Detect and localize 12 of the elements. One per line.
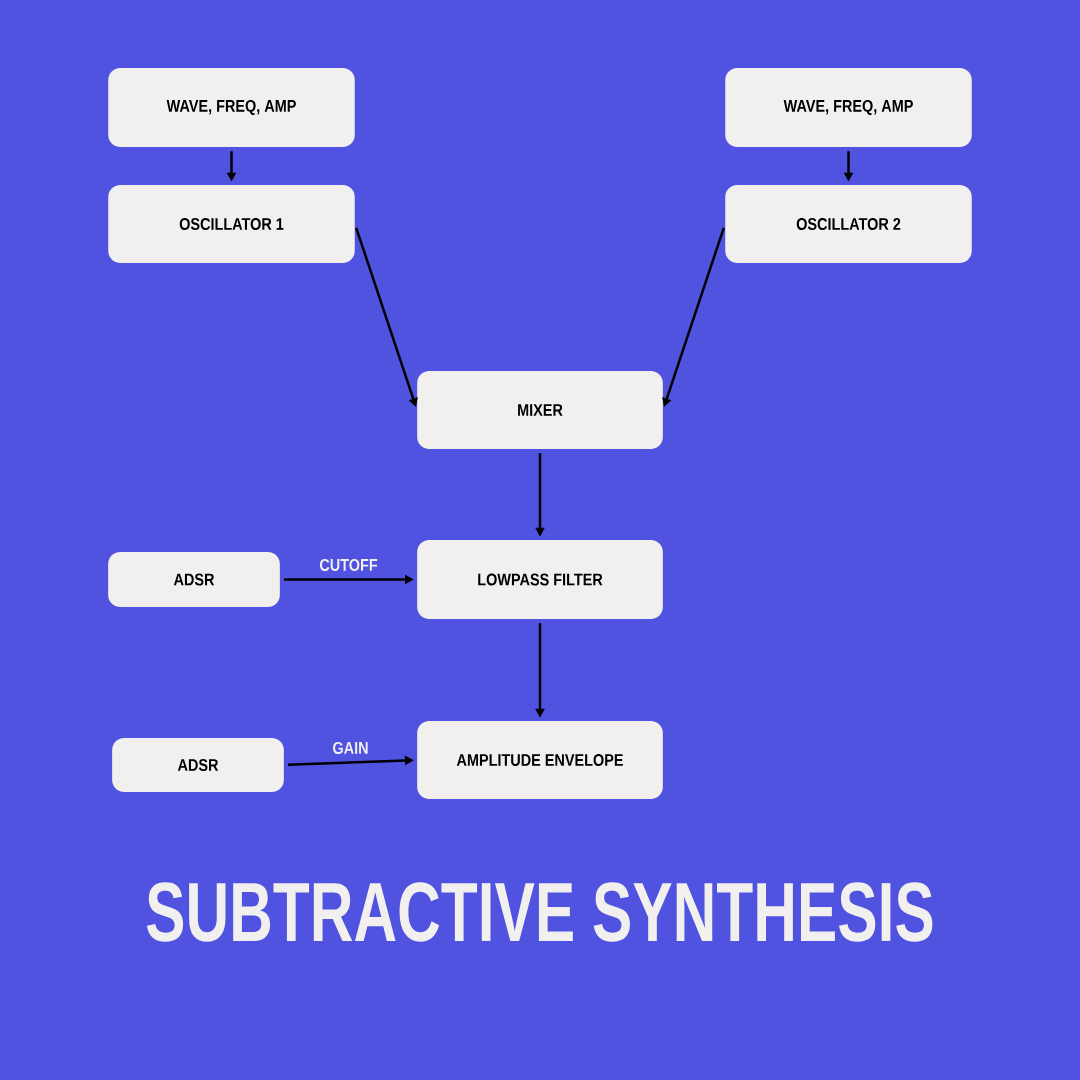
process-box: OSCILLATOR 2 xyxy=(725,185,972,263)
process-box: ADSR xyxy=(112,738,284,792)
process-box: AMPLITUDE ENVELOPE xyxy=(417,721,663,799)
process-box: WAVE, FREQ, AMP xyxy=(108,68,355,147)
process-box: ADSR xyxy=(108,552,280,607)
process-box: LOWPASS FILTER xyxy=(417,540,663,619)
process-box: MIXER xyxy=(417,371,663,449)
title: SUBTRACTIVE SYNTHESIS xyxy=(146,882,933,942)
process-box: OSCILLATOR 1 xyxy=(108,185,355,263)
process-box: WAVE, FREQ, AMP xyxy=(725,68,972,147)
edge-label: CUTOFF xyxy=(319,558,378,571)
edge-label: GAIN xyxy=(333,741,368,754)
